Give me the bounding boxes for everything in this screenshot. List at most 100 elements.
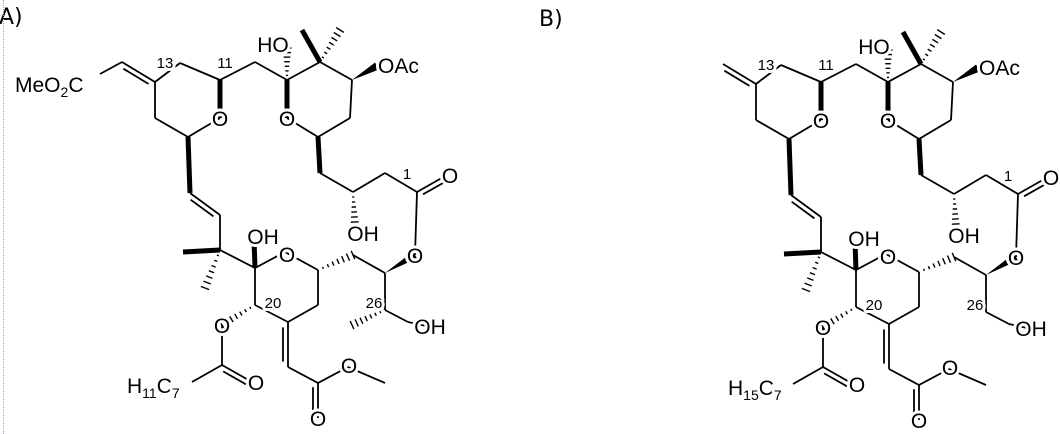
subscript: 11 — [142, 385, 157, 401]
atom-label-o-ester: O — [214, 315, 230, 338]
hashed-bond — [922, 29, 946, 61]
formula-part: C — [68, 74, 83, 97]
hashed-bond — [282, 47, 292, 77]
single-bond — [407, 321, 427, 327]
double-bond-second-line — [723, 69, 750, 87]
atom-label-c1: 1 — [403, 166, 411, 183]
single-bond — [384, 309, 409, 323]
hashed-bond — [883, 49, 893, 79]
subscript: 15 — [743, 387, 759, 403]
single-bond — [1008, 323, 1028, 329]
atom-label-o-lactone: O — [407, 245, 423, 268]
atom-label-o-acyl: O — [248, 372, 264, 395]
panel-label: A) — [0, 5, 23, 30]
single-bond — [219, 61, 256, 81]
bold-bond — [852, 241, 859, 271]
atom-label-o-acyl: O — [849, 374, 865, 397]
atom-label-c11: 11 — [818, 57, 834, 74]
atom-label-o-ring2: O — [279, 108, 295, 131]
atom-label-oh-c27: OH — [1015, 318, 1047, 341]
acyl-chain-label: H11C7 — [127, 375, 180, 401]
atom-label-oh-hemi: OH — [848, 228, 880, 251]
hashed-bond — [321, 27, 345, 59]
single-bond — [887, 119, 920, 140]
single-bond — [855, 306, 890, 325]
double-bond-second-line — [122, 67, 149, 85]
hashed-bond — [951, 198, 961, 230]
atom-label-c11: 11 — [217, 55, 233, 72]
atom-label-ho-top: HO — [257, 34, 289, 57]
single-bond — [99, 61, 123, 75]
single-bond — [317, 117, 351, 138]
single-bond — [219, 249, 256, 269]
single-bond — [820, 251, 857, 271]
double-bond — [722, 63, 757, 85]
atom-label-o-co: O — [911, 410, 927, 433]
single-bond — [755, 119, 790, 140]
methyl-ester-label: MeO2C — [15, 74, 83, 100]
left-border-line — [3, 0, 4, 434]
single-bond — [755, 64, 782, 85]
hashed-bond — [922, 252, 957, 272]
atom-label-o-ring1: O — [813, 110, 829, 133]
single-bond — [953, 174, 987, 195]
atom-label-o-me: O — [341, 355, 357, 378]
single-bond — [948, 368, 987, 386]
double-bond — [189, 192, 221, 216]
single-bond — [820, 63, 857, 83]
single-bond — [191, 364, 223, 383]
single-bond — [888, 368, 920, 386]
double-bond-second-line — [422, 180, 447, 196]
hashed-bond — [321, 250, 356, 270]
single-bond — [792, 366, 824, 385]
single-bond — [920, 174, 955, 195]
panel-label: B) — [539, 7, 563, 32]
double-bond-second-line — [190, 198, 214, 218]
atom-label-c13: 13 — [758, 57, 775, 74]
wedge-bond — [986, 253, 1019, 275]
double-bond — [822, 366, 854, 385]
single-bond — [254, 251, 286, 269]
double-bond-second-line — [791, 200, 815, 220]
atom-label-oac: OAc — [378, 55, 419, 78]
subscript: 2 — [61, 84, 69, 100]
double-bond — [121, 61, 156, 83]
double-bond-second-line — [823, 372, 848, 388]
atom-label-c20: 20 — [265, 295, 282, 312]
atom-label-o-ester: O — [815, 317, 831, 340]
single-bond — [788, 119, 822, 140]
single-bond — [950, 81, 954, 121]
atom-label-c26: 26 — [967, 297, 984, 314]
single-bond — [154, 62, 181, 83]
single-bond — [887, 63, 922, 83]
single-bond — [284, 251, 319, 271]
atom-label-o-co: O — [310, 408, 326, 431]
double-bond — [1017, 176, 1049, 195]
single-bond — [1015, 193, 1019, 258]
formula-part: C — [759, 377, 774, 400]
double-bond-second-line — [222, 370, 247, 386]
atom-label-oac: OAc — [979, 57, 1020, 80]
atom-label-o-me: O — [942, 357, 958, 380]
bold-bond — [299, 28, 323, 64]
wedge-bond — [352, 62, 379, 80]
atom-label-c13: 13 — [157, 55, 174, 72]
bold-bond — [251, 239, 258, 269]
atom-label-o-ring3: O — [279, 244, 295, 267]
atom-label-ho-top: HO — [858, 36, 890, 59]
atom-label-o-ring1: O — [212, 108, 228, 131]
single-bond — [780, 64, 822, 83]
formula-part: C — [157, 375, 172, 398]
hashed-bond — [801, 256, 821, 293]
single-bond — [179, 62, 221, 81]
single-bond — [352, 172, 386, 193]
hashed-bond — [350, 196, 360, 228]
atom-label-oh-c3: OH — [347, 223, 379, 246]
formula-part: H — [728, 377, 743, 400]
single-bond — [888, 306, 920, 325]
single-bond — [855, 63, 889, 83]
